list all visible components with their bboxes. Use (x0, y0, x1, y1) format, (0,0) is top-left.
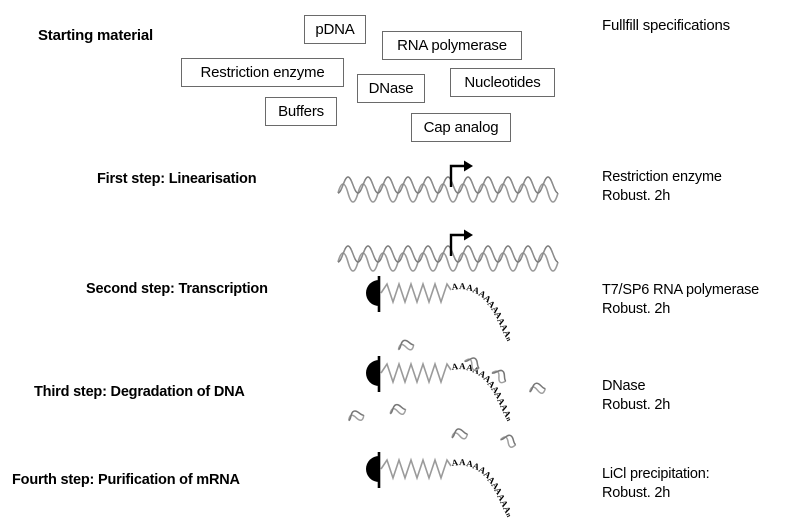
graphic-purified-mrna-step4: A A A A A A A A A A A A n (338, 452, 573, 522)
capped-mrna-icon: A A A A A A A A A A A A n (366, 452, 513, 518)
reagent-box[interactable]: Nucleotides (450, 68, 555, 97)
svg-text:A: A (466, 458, 475, 469)
dna-fragment (464, 357, 480, 371)
step-note-detail: Robust. 2h (602, 397, 671, 413)
reagent-box[interactable]: pDNA (304, 15, 366, 44)
svg-text:A: A (471, 284, 481, 296)
step-label: Second step: Transcription (86, 281, 268, 297)
reagent-label: Restriction enzyme (200, 64, 325, 81)
dna-fragment (499, 434, 517, 448)
svg-text:n: n (504, 336, 513, 343)
step-note-detail: Robust. 2h (602, 301, 671, 317)
svg-text:A: A (459, 281, 466, 291)
svg-text:A: A (498, 322, 510, 333)
svg-text:A: A (492, 485, 504, 496)
promoter-flag-icon (449, 160, 473, 187)
svg-text:A: A (492, 309, 504, 320)
dna-double-helix-icon (337, 176, 559, 203)
reagent-box[interactable]: Restriction enzyme (181, 58, 344, 87)
graphic-linear-dna-step1 (337, 160, 568, 203)
mrna-body-wave (380, 281, 452, 305)
reagent-label: Buffers (278, 103, 324, 120)
svg-text:A: A (459, 457, 466, 467)
svg-text:A: A (459, 361, 466, 371)
step-note-title: Restriction enzyme (602, 169, 722, 185)
svg-text:A: A (482, 469, 494, 481)
dna-fragment (528, 382, 547, 394)
svg-text:A: A (482, 373, 494, 385)
svg-text:A: A (501, 504, 513, 515)
reagent-box[interactable]: DNase (357, 74, 425, 103)
step-note: LiCl precipitation: Robust. 2h (602, 465, 710, 503)
svg-text:A: A (501, 408, 513, 419)
step-note-title: LiCl precipitation: (602, 466, 710, 482)
svg-text:A: A (477, 368, 488, 380)
svg-text:A: A (466, 282, 475, 293)
five-prime-cap-icon (366, 452, 381, 488)
dna-fragment (397, 339, 415, 351)
dna-fragment (389, 403, 407, 416)
svg-text:A: A (477, 288, 488, 300)
page-title-starting-material: Starting material (38, 27, 153, 44)
dna-fragment-group (347, 339, 547, 448)
svg-text:A: A (489, 480, 501, 492)
reagent-box[interactable]: RNA polymerase (382, 31, 522, 60)
reagent-label: pDNA (315, 21, 355, 38)
step-label: First step: Linearisation (97, 171, 257, 187)
svg-text:A: A (492, 389, 504, 400)
poly-a-tail-icon: A A A A A A A A A A A A n (451, 361, 513, 422)
svg-text:A: A (489, 304, 501, 316)
svg-text:A: A (498, 498, 510, 509)
reagent-label: RNA polymerase (397, 37, 507, 54)
dna-fragment (451, 428, 469, 440)
reagent-box[interactable]: Buffers (265, 97, 337, 126)
svg-text:A: A (501, 328, 513, 339)
five-prime-cap-icon (366, 356, 381, 392)
svg-text:A: A (482, 293, 494, 305)
svg-text:n: n (504, 512, 513, 519)
step-note-title: T7/SP6 RNA polymerase (602, 282, 759, 298)
svg-text:A: A (495, 396, 507, 407)
mrna-body-wave (380, 457, 452, 481)
capped-mrna-icon: A A A A A A A A A A A A n (366, 356, 513, 422)
svg-text:A: A (451, 361, 459, 372)
poly-a-tail-icon: A A A A A A A A A A A A n (451, 457, 513, 518)
graphic-transcription-step2: A A A A A A A A A A A A n (337, 229, 573, 342)
svg-text:A: A (477, 464, 488, 476)
page-title-fullfill-specifications: Fullfill specifications (602, 17, 730, 34)
dna-fragment (347, 410, 365, 422)
svg-text:A: A (498, 402, 510, 413)
step-note-detail: Robust. 2h (602, 485, 671, 501)
svg-text:A: A (471, 460, 481, 472)
reagent-label: Nucleotides (464, 74, 541, 91)
svg-text:A: A (451, 457, 459, 468)
capped-mrna-icon: A A A A A A A A A A A A n (366, 276, 513, 342)
poly-a-tail-icon: A A A A A A A A A A A A n (451, 281, 513, 342)
svg-text:n: n (504, 416, 513, 423)
reagent-label: Cap analog (423, 119, 499, 136)
svg-text:A: A (495, 316, 507, 327)
five-prime-cap-icon (366, 276, 381, 312)
dna-fragment (491, 369, 507, 384)
svg-text:A: A (466, 362, 475, 373)
reagent-box[interactable]: Cap analog (411, 113, 511, 142)
step-note-detail: Robust. 2h (602, 188, 671, 204)
step-label: Third step: Degradation of DNA (34, 384, 245, 400)
reagent-label: DNase (368, 80, 414, 97)
mrna-body-wave (380, 361, 452, 385)
promoter-flag-icon (449, 229, 473, 256)
svg-text:A: A (489, 384, 501, 396)
step-label: Fourth step: Purification of mRNA (12, 472, 240, 488)
svg-text:A: A (451, 281, 459, 292)
svg-text:A: A (495, 492, 507, 503)
graphic-dna-degradation-step3: A A A A A A A A A A A A n (338, 338, 573, 448)
step-note-title: DNase (602, 378, 646, 394)
dna-double-helix-icon (337, 245, 559, 272)
